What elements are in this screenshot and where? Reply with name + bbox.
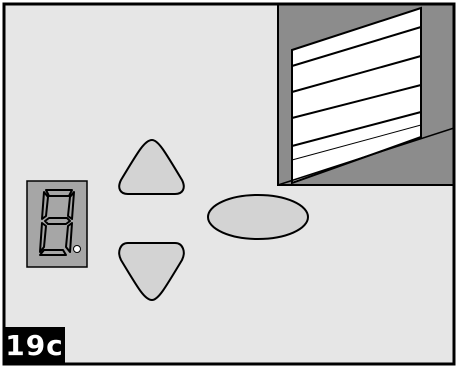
segment-b	[67, 191, 75, 220]
segment-g	[44, 217, 71, 225]
figure-label: 19c	[4, 327, 65, 364]
garage-door-icon	[277, 3, 455, 186]
triangle-down-icon[interactable]	[118, 242, 185, 302]
segment-a	[45, 189, 73, 197]
door-panel-line	[291, 111, 422, 147]
segment-d	[39, 249, 67, 256]
door-panel-line	[291, 55, 422, 93]
segment-f	[41, 191, 49, 220]
decimal-point	[73, 245, 81, 253]
garage-floor-line	[277, 127, 455, 186]
segment-e	[39, 222, 47, 253]
seven-segment-display-icon	[26, 180, 88, 268]
door-panel-line	[291, 26, 422, 67]
door-panel-line	[291, 124, 422, 161]
oval-button-icon[interactable]	[207, 194, 309, 240]
segment-c	[65, 222, 73, 253]
triangle-up-icon[interactable]	[118, 138, 185, 195]
door-panel-line	[291, 84, 422, 119]
